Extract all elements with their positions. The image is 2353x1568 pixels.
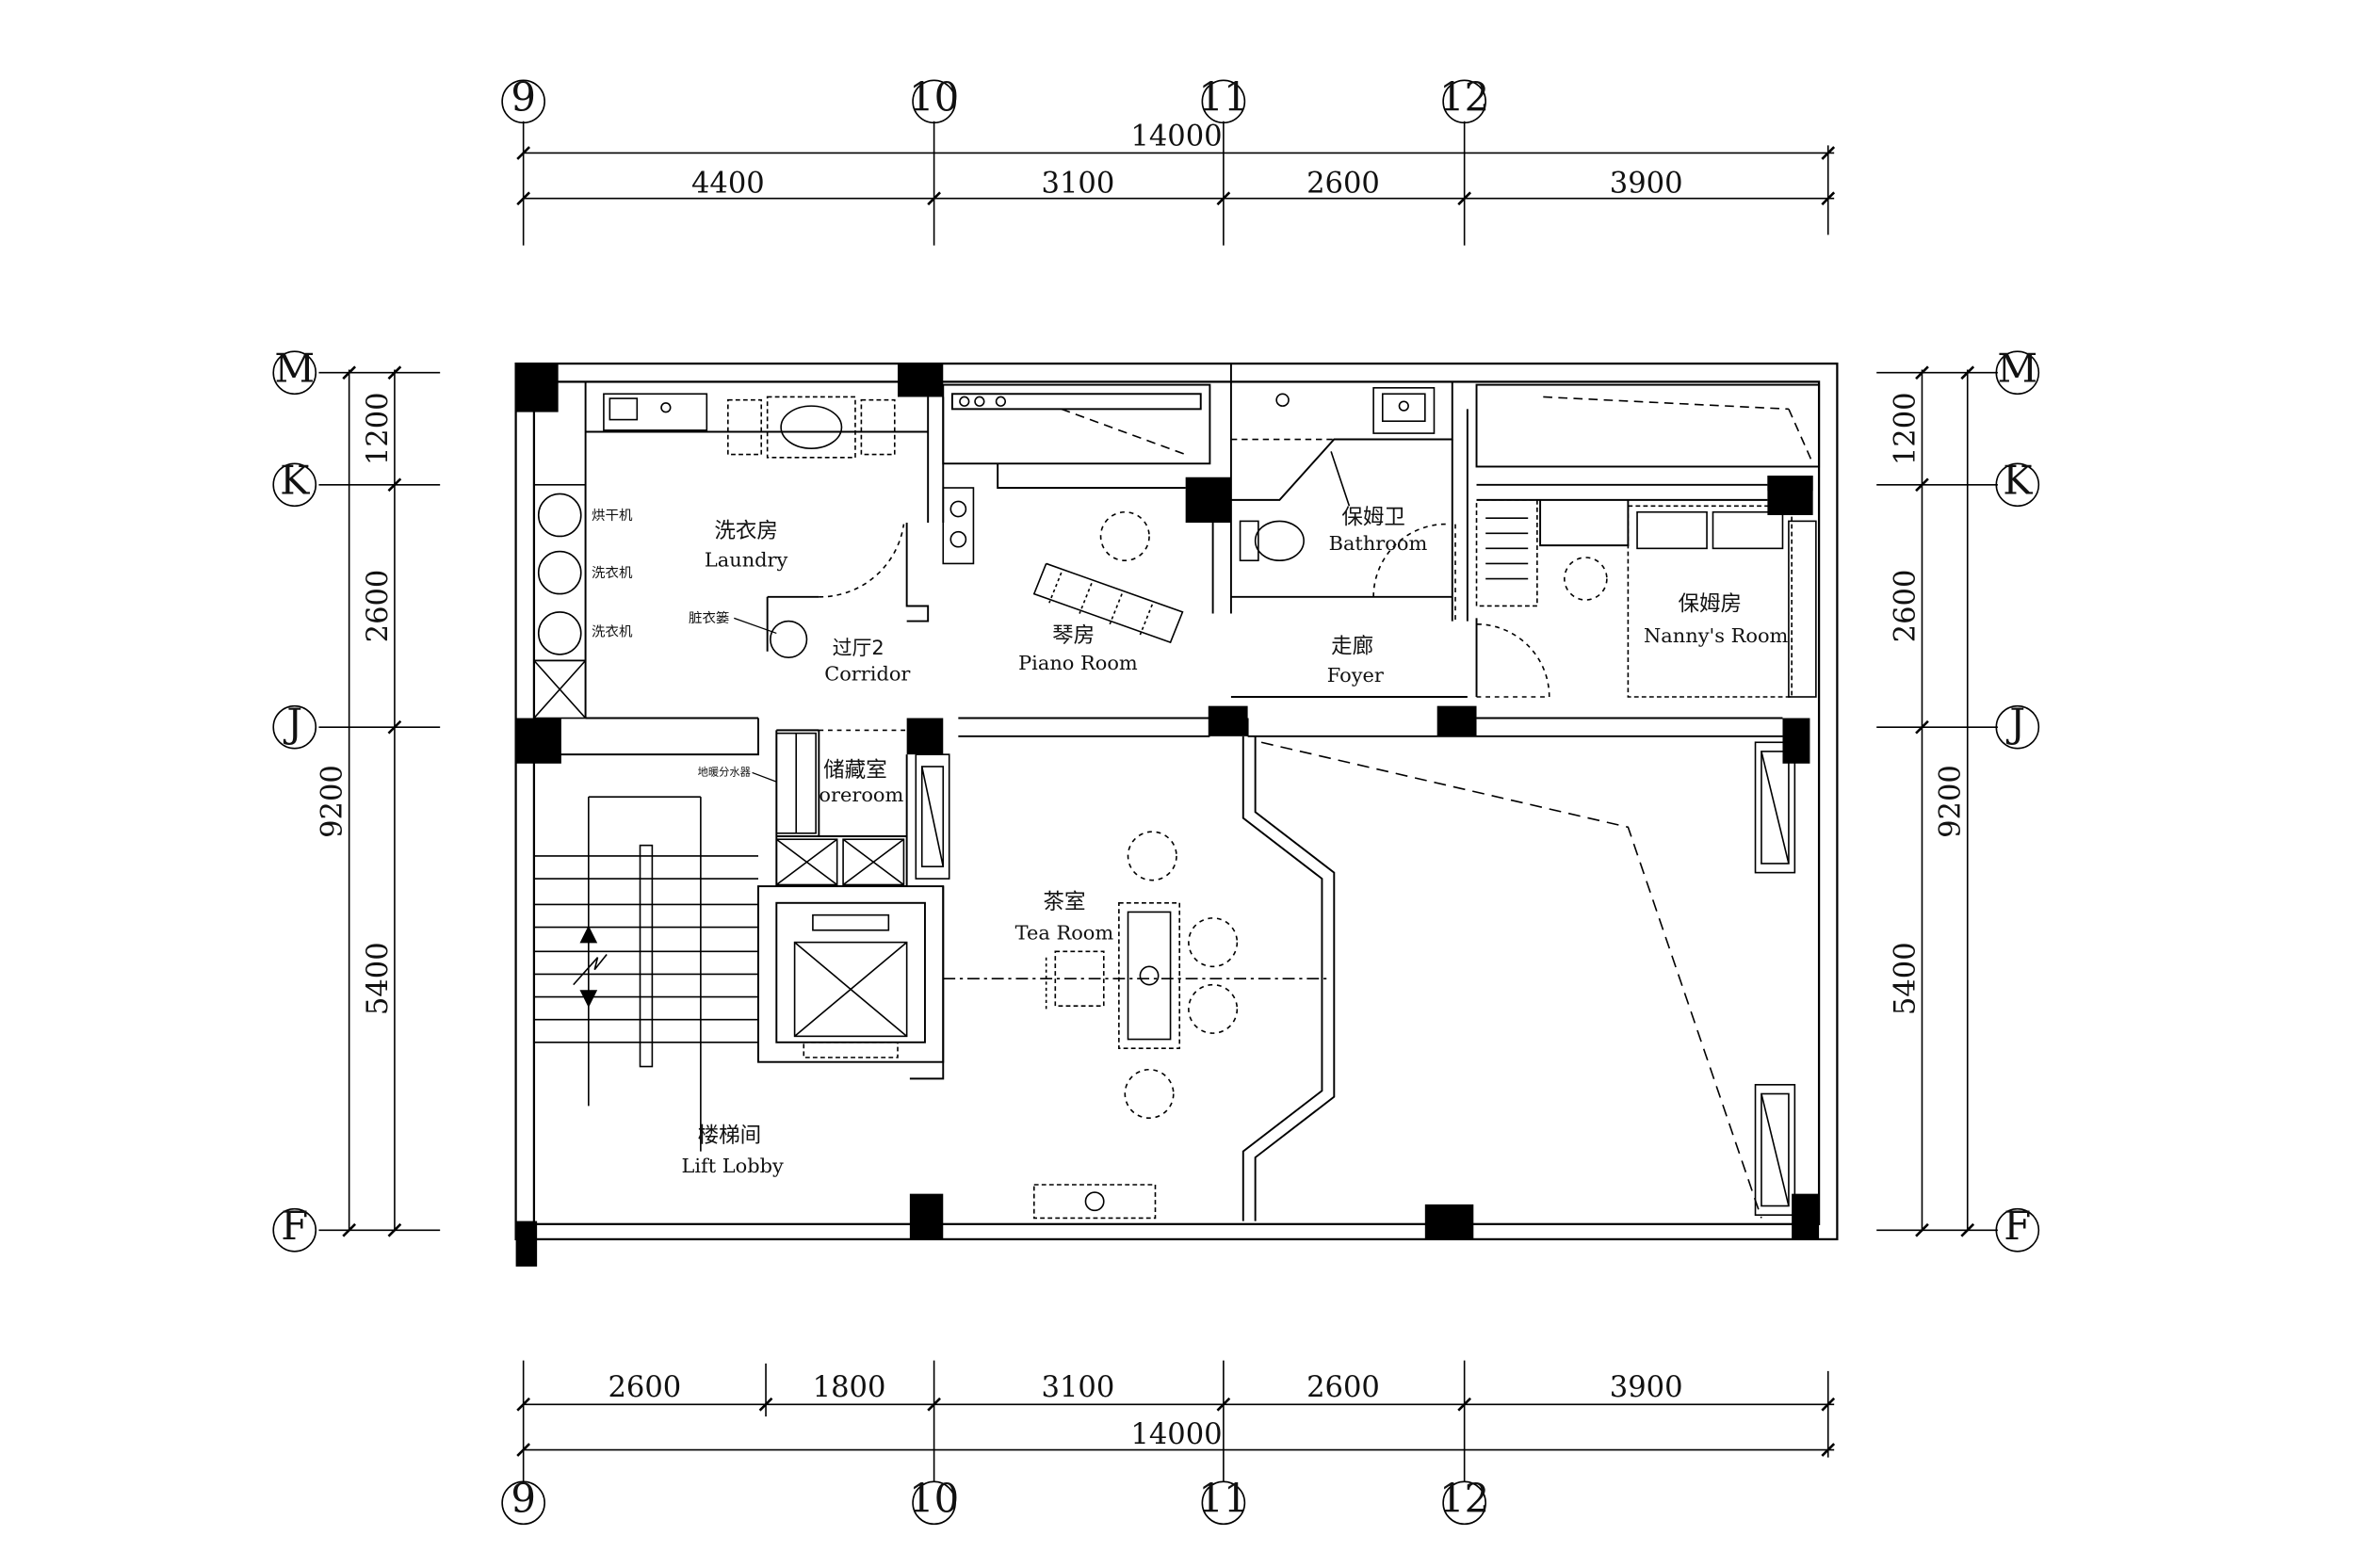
bottom-dim-3: 3100 [1042,1371,1115,1404]
foyer-label-cn: 走廊 [1331,634,1373,658]
left-axis-k: K [280,457,310,503]
bottom-dim-5: 3900 [1610,1371,1683,1404]
right-axis-f: F [2004,1203,2031,1249]
bottom-dim-2: 1800 [813,1371,886,1404]
right-dim-2: 2600 [1889,570,1922,643]
right-dim-3: 5400 [1889,942,1922,1015]
lift-lobby-label-cn: 楼梯间 [698,1123,762,1148]
laundry-label-en: Laundry [705,549,788,572]
bathroom-label-en: Bathroom [1329,532,1428,555]
piano-room-label-en: Piano Room [1018,652,1138,674]
foyer-label-en: Foyer [1327,664,1384,687]
laundry-basket-label: 脏衣篓 [689,610,729,626]
left-axis-bubbles [272,350,317,1253]
nanny-room-fixtures [1475,396,1817,698]
stairs [533,796,758,1152]
left-total-dim: 9200 [316,765,349,838]
right-axis-bubbles [1995,350,2040,1253]
left-dim-2: 2600 [362,570,395,643]
top-axis-12: 12 [1439,73,1489,120]
storeroom-fixtures [775,732,950,886]
storeroom-label-en: oreroom [819,784,903,806]
top-dim-3: 2600 [1306,167,1380,200]
top-axis-bubbles [501,79,1486,124]
bottom-total-dim: 14000 [1130,1418,1222,1451]
right-axis-k: K [2003,457,2033,503]
nanny-room-label-cn: 保姆房 [1678,591,1742,616]
structural-columns [515,364,1820,1267]
piano-room-fixtures [942,396,1186,644]
right-axis-m: M [1997,345,2037,391]
exterior-walls [514,362,1839,1241]
bottom-axis-12: 12 [1439,1475,1489,1521]
left-axis-f: F [281,1203,308,1249]
bottom-dim-4: 2600 [1306,1371,1380,1404]
bottom-axis-bubbles [501,1480,1486,1526]
right-axis-j: J [2005,700,2025,746]
manifold-label: 地暖分水器 [698,767,751,779]
left-dim-3: 5400 [362,942,395,1015]
corridor-label-cn: 过厅2 [833,637,884,659]
dryer-label: 烘干机 [592,508,633,524]
left-axis-j: J [283,700,302,746]
bottom-dim-1: 2600 [608,1371,681,1404]
top-axis-11: 11 [1198,73,1248,120]
interior-walls [533,364,1821,1080]
tea-room-label-cn: 茶室 [1043,890,1085,914]
storeroom-label-cn: 储藏室 [823,758,887,783]
top-dim-2: 3100 [1042,167,1115,200]
top-axis-9: 9 [511,73,536,120]
right-dim-1: 1200 [1889,392,1922,465]
bottom-axis-9: 9 [511,1475,536,1521]
bottom-dimension-lines [516,1360,1836,1482]
laundry-fixtures [533,393,905,719]
top-dim-4: 3900 [1610,167,1683,200]
corridor-doors [819,524,1456,732]
piano-room-label-cn: 琴房 [1052,623,1095,648]
bathroom-label-cn: 保姆卫 [1341,506,1405,530]
laundry-label-cn: 洗衣房 [714,519,778,543]
right-dimension-lines [1876,365,1998,1237]
top-total-dim: 14000 [1130,120,1222,153]
top-axis-10: 10 [909,73,959,120]
top-dimension-lines [516,121,1836,246]
bottom-axis-11: 11 [1198,1475,1248,1521]
nanny-room-label-en: Nanny's Room [1644,624,1789,647]
washer-label-2: 洗衣机 [592,624,633,640]
bottom-axis-10: 10 [909,1475,959,1521]
tea-room-label-en: Tea Room [1015,921,1114,944]
left-axis-m: M [274,345,315,391]
bathroom-fixtures [1230,387,1450,597]
right-total-dim: 9200 [1935,765,1968,838]
lift-shaft [793,913,908,1059]
left-dim-1: 1200 [362,392,395,465]
top-dim-1: 4400 [691,167,765,200]
corridor-label-en: Corridor [824,662,910,685]
left-dimension-lines [318,365,441,1237]
lift-lobby-label-en: Lift Lobby [681,1155,784,1177]
tea-room-fixtures [943,736,1336,1221]
balcony-area [1260,741,1796,1219]
washer-label-1: 洗衣机 [592,565,633,581]
